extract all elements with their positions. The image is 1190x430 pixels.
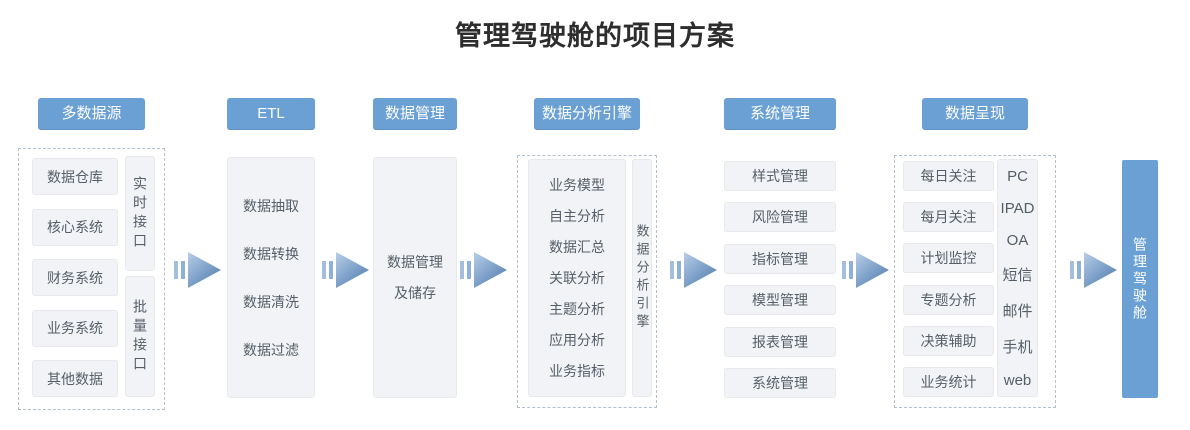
datasource-item: 其他数据 [32, 360, 118, 397]
channel-item: OA [1006, 231, 1029, 249]
presentation-item: 计划监控 [903, 243, 994, 274]
channel-item: 邮件 [1002, 302, 1033, 320]
analysis-engine-sidebar: 数据分析引擎 [632, 159, 652, 397]
interface-label: 批量接口 [132, 298, 148, 375]
datasource-item: 数据仓库 [32, 158, 118, 195]
presentation-group: 每日关注 每月关注 计划监控 专题分析 决策辅助 业务统计 PC IPAD OA… [894, 155, 1056, 408]
channel-item: PC [1007, 167, 1028, 185]
column-etl: ETL 数据抽取 数据转换 数据清洗 数据过滤 [227, 98, 315, 398]
column-header-etl: ETL [227, 98, 315, 130]
datamanagement-line: 数据管理 [387, 254, 443, 270]
presentation-item: 专题分析 [903, 284, 994, 315]
etl-step: 数据清洗 [243, 293, 299, 310]
analysis-item: 业务模型 [549, 177, 605, 193]
column-header-sysmanagement: 系统管理 [724, 98, 836, 130]
flow-arrow-icon [460, 252, 507, 288]
analysis-item: 数据汇总 [549, 239, 605, 255]
analysis-item: 应用分析 [549, 332, 605, 348]
sysmanagement-item: 报表管理 [724, 326, 836, 357]
analysis-item: 主题分析 [549, 301, 605, 317]
presentation-item: 业务统计 [903, 366, 994, 397]
flow-arrow-icon [670, 252, 717, 288]
channel-item: IPAD [1000, 199, 1035, 217]
datasource-item: 业务系统 [32, 309, 118, 347]
presentation-item: 决策辅助 [903, 325, 994, 356]
analysis-engine-side-label: 数据分析引擎 [634, 224, 650, 332]
column-header-analysis-engine: 数据分析引擎 [534, 98, 640, 130]
datamanagement-panel: 数据管理 及储存 [373, 157, 457, 398]
datasources-item-stack: 数据仓库 核心系统 财务系统 业务系统 其他数据 [32, 158, 118, 397]
etl-step: 数据转换 [243, 245, 299, 262]
column-datasources: 多数据源 数据仓库 核心系统 财务系统 业务系统 其他数据 实时接口 批量接口 [18, 98, 165, 410]
datasource-item: 财务系统 [32, 259, 118, 296]
etl-step: 数据抽取 [243, 197, 299, 214]
etl-step: 数据过滤 [243, 341, 299, 358]
datasources-group: 数据仓库 核心系统 财务系统 业务系统 其他数据 实时接口 批量接口 [18, 148, 165, 410]
sysmanagement-stack: 样式管理 风险管理 指标管理 模型管理 报表管理 系统管理 [724, 161, 836, 398]
channel-item: 短信 [1002, 266, 1033, 284]
result-cockpit-label: 管理驾驶舱 [1132, 236, 1148, 322]
sysmanagement-item: 模型管理 [724, 285, 836, 316]
sysmanagement-item: 系统管理 [724, 367, 836, 398]
analysis-engine-group: 业务模型 自主分析 数据汇总 关联分析 主题分析 应用分析 业务指标 数据分析引… [517, 155, 657, 408]
sysmanagement-item: 样式管理 [724, 161, 836, 191]
page-title: 管理驾驶舱的项目方案 [455, 21, 735, 51]
interface-label: 实时接口 [132, 175, 148, 252]
column-header-datamanagement: 数据管理 [373, 98, 457, 130]
presentation-item: 每月关注 [903, 202, 994, 233]
analysis-item: 自主分析 [549, 208, 605, 224]
result-cockpit-bar: 管理驾驶舱 [1122, 160, 1158, 398]
analysis-item: 业务指标 [549, 363, 605, 379]
datasource-item: 核心系统 [32, 208, 118, 246]
channel-item: 手机 [1002, 338, 1033, 356]
presentation-item: 每日关注 [903, 161, 994, 191]
sysmanagement-item: 风险管理 [724, 202, 836, 233]
analysis-item: 关联分析 [549, 270, 605, 286]
column-sysmanagement: 系统管理 样式管理 风险管理 指标管理 模型管理 报表管理 系统管理 [724, 98, 836, 398]
interface-item: 实时接口 [125, 156, 155, 271]
column-analysis-engine: 数据分析引擎 业务模型 自主分析 数据汇总 关联分析 主题分析 应用分析 业务指… [517, 98, 657, 408]
column-header-presentation: 数据呈现 [922, 98, 1028, 130]
channel-item: web [1003, 371, 1032, 389]
flow-arrow-icon [322, 252, 369, 288]
analysis-list: 业务模型 自主分析 数据汇总 关联分析 主题分析 应用分析 业务指标 [528, 159, 626, 397]
flow-arrow-icon [1070, 252, 1117, 288]
flow-arrow-icon [842, 252, 889, 288]
interface-stack: 实时接口 批量接口 [125, 156, 155, 397]
column-presentation: 数据呈现 每日关注 每月关注 计划监控 专题分析 决策辅助 业务统计 PC IP… [894, 98, 1056, 408]
sysmanagement-item: 指标管理 [724, 243, 836, 274]
etl-panel: 数据抽取 数据转换 数据清洗 数据过滤 [227, 157, 315, 398]
interface-item: 批量接口 [125, 276, 155, 397]
presentation-item-stack: 每日关注 每月关注 计划监控 专题分析 决策辅助 业务统计 [903, 161, 994, 397]
datamanagement-line: 及储存 [394, 285, 436, 301]
column-header-datasources: 多数据源 [38, 98, 145, 130]
column-datamanagement: 数据管理 数据管理 及储存 [373, 98, 457, 398]
flow-arrow-icon [174, 252, 221, 288]
channel-panel: PC IPAD OA 短信 邮件 手机 web [997, 159, 1038, 397]
